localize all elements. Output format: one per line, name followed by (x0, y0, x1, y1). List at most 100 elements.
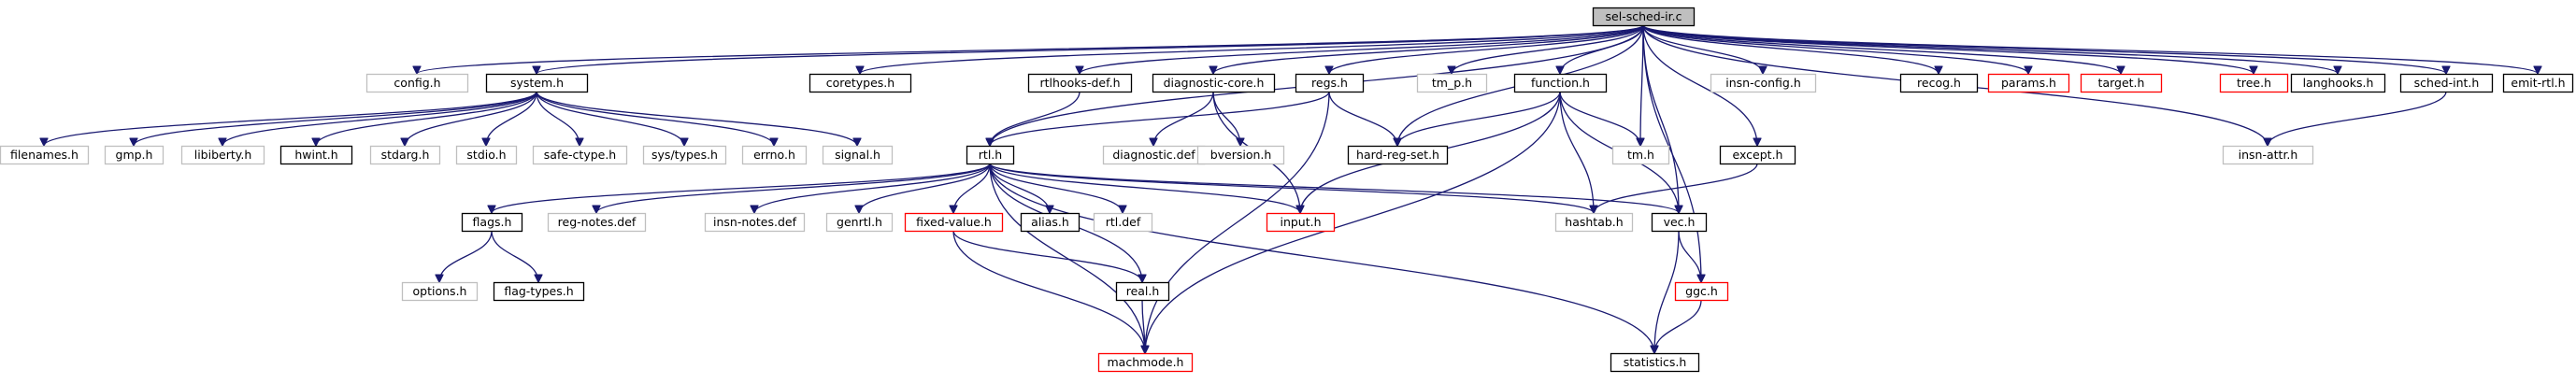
node-box-machmode-h[interactable] (1097, 352, 1194, 373)
node-diagnostic-core-h[interactable]: diagnostic-core.h (1152, 73, 1276, 93)
node-flags-h[interactable]: flags.h (461, 212, 523, 233)
node-box-hard-reg-set-h[interactable] (1347, 145, 1449, 165)
node-filenames-h[interactable]: filenames.h (0, 145, 90, 165)
node-box-sel-sched-ir-c[interactable] (1592, 7, 1696, 27)
node-machmode-h[interactable]: machmode.h (1097, 352, 1194, 373)
node-coretypes-h[interactable]: coretypes.h (809, 73, 912, 93)
node-box-libiberty-h[interactable] (180, 145, 265, 165)
node-box-sched-int-h[interactable] (2399, 73, 2494, 93)
node-recog-h[interactable]: recog.h (1899, 73, 1979, 93)
node-box-vec-h[interactable] (1651, 212, 1708, 233)
node-box-fixed-value-h[interactable] (904, 212, 1004, 233)
node-tm-p-h[interactable]: tm_p.h (1416, 73, 1488, 93)
node-emit-rtl-h[interactable]: emit-rtl.h (2502, 73, 2574, 93)
node-box-rtl-h[interactable] (966, 145, 1015, 165)
node-flag-types-h[interactable]: flag-types.h (493, 281, 585, 302)
node-libiberty-h[interactable]: libiberty.h (180, 145, 265, 165)
node-box-target-h[interactable] (2080, 73, 2163, 93)
node-hard-reg-set-h[interactable]: hard-reg-set.h (1347, 145, 1449, 165)
node-box-insn-notes-def[interactable] (704, 212, 806, 233)
node-fixed-value-h[interactable]: fixed-value.h (904, 212, 1004, 233)
node-box-rtl-def[interactable] (1093, 212, 1153, 233)
node-box-alias-h[interactable] (1020, 212, 1080, 233)
node-box-errno-h[interactable] (741, 145, 808, 165)
node-box-coretypes-h[interactable] (809, 73, 912, 93)
node-statistics-h[interactable]: statistics.h (1610, 352, 1700, 373)
node-safe-ctype-h[interactable]: safe-ctype.h (532, 145, 628, 165)
node-box-insn-attr-h[interactable] (2222, 145, 2314, 165)
node-params-h[interactable]: params.h (1987, 73, 2070, 93)
node-box-signal-h[interactable] (822, 145, 894, 165)
node-bversion-h[interactable]: bversion.h (1196, 145, 1285, 165)
node-hashtab-h[interactable]: hashtab.h (1554, 212, 1634, 233)
node-box-langhooks-h[interactable] (2290, 73, 2386, 93)
node-box-reg-notes-def[interactable] (547, 212, 647, 233)
node-sel-sched-ir-c[interactable]: sel-sched-ir.c (1592, 7, 1696, 27)
node-errno-h[interactable]: errno.h (741, 145, 808, 165)
node-rtl-h[interactable]: rtl.h (966, 145, 1015, 165)
node-box-system-h[interactable] (485, 73, 589, 93)
node-box-statistics-h[interactable] (1610, 352, 1700, 373)
node-box-stdio-h[interactable] (455, 145, 518, 165)
node-reg-notes-def[interactable]: reg-notes.def (547, 212, 647, 233)
node-box-recog-h[interactable] (1899, 73, 1979, 93)
node-insn-attr-h[interactable]: insn-attr.h (2222, 145, 2314, 165)
node-box-options-h[interactable] (401, 281, 479, 302)
node-rtl-def[interactable]: rtl.def (1093, 212, 1153, 233)
node-box-insn-config-h[interactable] (1710, 73, 1817, 93)
node-diagnostic-def[interactable]: diagnostic.def (1102, 145, 1206, 165)
node-stdarg-h[interactable]: stdarg.h (369, 145, 441, 165)
node-box-genrtl-h[interactable] (825, 212, 894, 233)
node-signal-h[interactable]: signal.h (822, 145, 894, 165)
node-sys-types-h[interactable]: sys/types.h (642, 145, 727, 165)
node-label-safe-ctype-h: safe-ctype.h (544, 148, 616, 162)
node-insn-notes-def[interactable]: insn-notes.def (704, 212, 806, 233)
node-box-diagnostic-core-h[interactable] (1152, 73, 1276, 93)
node-box-flags-h[interactable] (461, 212, 523, 233)
node-box-hwint-h[interactable] (279, 145, 353, 165)
node-real-h[interactable]: real.h (1115, 281, 1170, 302)
node-tm-h[interactable]: tm.h (1611, 145, 1670, 165)
node-system-h[interactable]: system.h (485, 73, 589, 93)
node-target-h[interactable]: target.h (2080, 73, 2163, 93)
node-box-input-h[interactable] (1266, 212, 1336, 233)
node-box-ggc-h[interactable] (1674, 281, 1729, 302)
node-box-config-h[interactable] (365, 73, 469, 93)
node-box-flag-types-h[interactable] (493, 281, 585, 302)
node-box-hashtab-h[interactable] (1554, 212, 1634, 233)
node-hwint-h[interactable]: hwint.h (279, 145, 353, 165)
node-vec-h[interactable]: vec.h (1651, 212, 1708, 233)
node-tree-h[interactable]: tree.h (2219, 73, 2289, 93)
node-options-h[interactable]: options.h (401, 281, 479, 302)
node-box-except-h[interactable] (1719, 145, 1796, 165)
node-config-h[interactable]: config.h (365, 73, 469, 93)
node-gmp-h[interactable]: gmp.h (104, 145, 165, 165)
node-input-h[interactable]: input.h (1266, 212, 1336, 233)
node-except-h[interactable]: except.h (1719, 145, 1796, 165)
node-box-regs-h[interactable] (1295, 73, 1365, 93)
node-box-real-h[interactable] (1115, 281, 1170, 302)
node-box-tm-h[interactable] (1611, 145, 1670, 165)
node-box-safe-ctype-h[interactable] (532, 145, 628, 165)
node-box-gmp-h[interactable] (104, 145, 165, 165)
node-box-params-h[interactable] (1987, 73, 2070, 93)
node-rtlhooks-def-h[interactable]: rtlhooks-def.h (1027, 73, 1133, 93)
node-ggc-h[interactable]: ggc.h (1674, 281, 1729, 302)
node-box-tree-h[interactable] (2219, 73, 2289, 93)
node-box-filenames-h[interactable] (0, 145, 90, 165)
node-box-function-h[interactable] (1513, 73, 1608, 93)
node-alias-h[interactable]: alias.h (1020, 212, 1080, 233)
node-box-bversion-h[interactable] (1196, 145, 1285, 165)
node-regs-h[interactable]: regs.h (1295, 73, 1365, 93)
node-box-stdarg-h[interactable] (369, 145, 441, 165)
node-stdio-h[interactable]: stdio.h (455, 145, 518, 165)
node-insn-config-h[interactable]: insn-config.h (1710, 73, 1817, 93)
node-box-sys-types-h[interactable] (642, 145, 727, 165)
node-box-rtlhooks-def-h[interactable] (1027, 73, 1133, 93)
node-function-h[interactable]: function.h (1513, 73, 1608, 93)
node-box-tm-p-h[interactable] (1416, 73, 1488, 93)
node-genrtl-h[interactable]: genrtl.h (825, 212, 894, 233)
node-langhooks-h[interactable]: langhooks.h (2290, 73, 2386, 93)
node-sched-int-h[interactable]: sched-int.h (2399, 73, 2494, 93)
node-box-emit-rtl-h[interactable] (2502, 73, 2574, 93)
